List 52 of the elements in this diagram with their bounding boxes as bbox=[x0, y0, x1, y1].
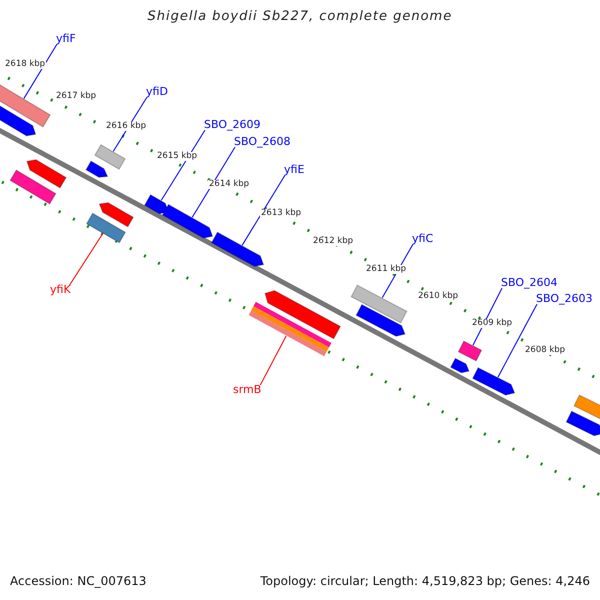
leader-line bbox=[23, 44, 58, 100]
genome-stats: Topology: circular; Length: 4,519,823 bp; Genes: 4,246 bbox=[260, 575, 590, 588]
gene-label: yfiE bbox=[284, 164, 304, 176]
gene-label: yfiD bbox=[146, 86, 168, 98]
gene-arrow-shape bbox=[0, 104, 36, 136]
gene-arrow-shape bbox=[85, 160, 108, 178]
gene-arrow-shape bbox=[26, 159, 67, 189]
leader-line bbox=[192, 146, 236, 218]
gene-bar bbox=[86, 212, 126, 244]
gene-label: yfiF bbox=[56, 33, 76, 46]
scale-label: 2615 kbp bbox=[156, 152, 198, 162]
gene-label: yfiK bbox=[50, 284, 71, 296]
gene-arrow-shape bbox=[566, 410, 600, 436]
scale-label: 2617 kbp bbox=[55, 92, 98, 102]
gene-arrow-shape bbox=[264, 290, 342, 340]
leader-line bbox=[472, 288, 502, 346]
scale-label: 2618 kbp bbox=[4, 60, 46, 70]
scale-label: 2612 kbp bbox=[312, 237, 354, 246]
gene-arrow-shape bbox=[450, 358, 470, 374]
scale-label: 2611 kbp bbox=[365, 265, 408, 274]
gene-arrow-shape bbox=[356, 304, 406, 337]
gene-arrow-shape bbox=[472, 367, 516, 396]
gene-arrow-shape bbox=[98, 202, 134, 228]
gene-bar bbox=[94, 144, 126, 170]
gene-arrow-shape bbox=[210, 232, 264, 267]
gene-bar bbox=[458, 340, 482, 362]
scale-label: 2610 kbp bbox=[417, 292, 460, 302]
scale-label: 2616 kbp bbox=[105, 122, 148, 132]
gene-arrow-shape bbox=[144, 194, 170, 214]
gene-bar bbox=[10, 169, 56, 205]
scale-label: 2614 kbp bbox=[208, 180, 250, 190]
leader-line bbox=[242, 174, 286, 246]
gene-label: SBO_2608 bbox=[234, 136, 290, 148]
scale-label: 2613 kbp bbox=[260, 209, 302, 218]
gene-bar bbox=[248, 302, 332, 356]
gene-bar bbox=[350, 284, 408, 324]
gene-bar bbox=[0, 82, 51, 128]
gene-label: SBO_2609 bbox=[204, 119, 260, 132]
gene-bar bbox=[573, 394, 600, 422]
scale-label: 2608 kbp bbox=[524, 346, 566, 356]
title: Shigella boydii Sb227, complete genome bbox=[148, 10, 452, 24]
gene-label: srmB bbox=[233, 384, 262, 396]
leader-line bbox=[260, 336, 287, 386]
gene-arrow-shape bbox=[162, 204, 214, 239]
gene-label: SBO_2603 bbox=[536, 293, 592, 306]
gene-label: yfiC bbox=[412, 233, 434, 246]
leader-line bbox=[69, 233, 104, 286]
leader-line bbox=[160, 130, 206, 201]
scale-label: 2609 kbp bbox=[471, 319, 514, 328]
gene-label: SBO_2604 bbox=[501, 277, 558, 290]
accession-text: Accession: NC_007613 bbox=[10, 575, 146, 588]
leader-line bbox=[497, 304, 538, 378]
